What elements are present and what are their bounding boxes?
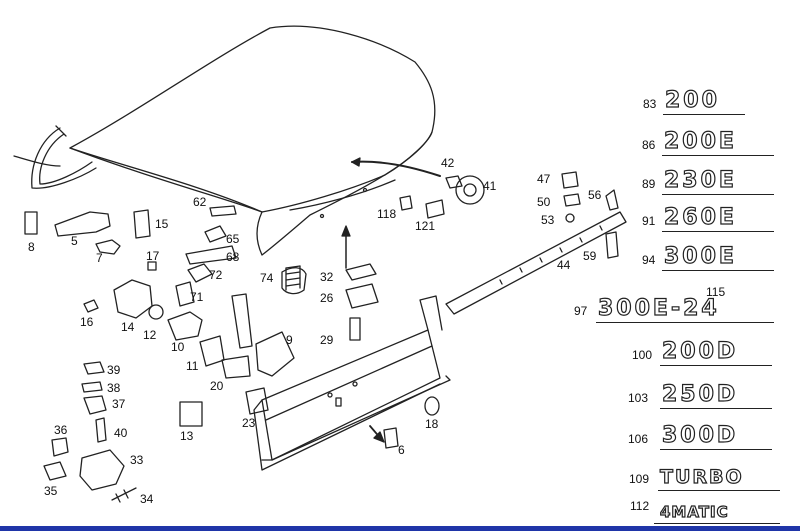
- callout-14: 14: [121, 320, 135, 334]
- callout-118: 118: [377, 207, 397, 221]
- badge-260e: 260E: [663, 205, 737, 230]
- callout-32: 32: [320, 270, 334, 284]
- callout-40: 40: [114, 426, 128, 440]
- callout-15: 15: [155, 217, 169, 231]
- callout-23: 23: [242, 416, 256, 430]
- callout-41: 41: [483, 179, 497, 193]
- small-parts-drawing: [43, 361, 137, 503]
- callout-56: 56: [588, 188, 602, 202]
- callout-26: 26: [320, 291, 334, 305]
- badge-number-109: 109: [629, 472, 650, 486]
- badge-300e-24: 300E-24: [597, 296, 720, 321]
- callout-62: 62: [193, 195, 207, 209]
- badge-underline: [662, 155, 774, 156]
- badge-250d: 250D: [661, 382, 739, 407]
- badge-number-106: 106: [628, 432, 649, 446]
- callout-7: 7: [96, 251, 103, 265]
- callout-71: 71: [190, 290, 204, 304]
- badge-number-89: 89: [642, 177, 656, 191]
- badge-number-83: 83: [643, 97, 657, 111]
- badge-underline: [663, 114, 745, 115]
- badge-number-112: 112: [630, 499, 650, 513]
- badge-200e: 200E: [663, 129, 737, 154]
- badge-number-91: 91: [642, 214, 656, 228]
- badge-underline: [660, 449, 772, 450]
- callout-16: 16: [80, 315, 94, 329]
- callout-9: 9: [286, 333, 293, 347]
- callout-36: 36: [54, 423, 68, 437]
- badge-underline: [596, 322, 774, 323]
- badge-4matic: 4MATIC: [659, 503, 729, 521]
- callout-68: 68: [226, 250, 240, 264]
- callout-74: 74: [260, 271, 274, 285]
- badge-underline: [658, 490, 780, 491]
- callout-42: 42: [441, 156, 455, 170]
- trim-panel-drawing: [253, 295, 451, 471]
- callout-5: 5: [71, 234, 78, 248]
- badge-number-97: 97: [574, 304, 588, 318]
- trim-strip-drawing: [445, 171, 627, 315]
- callout-13: 13: [180, 429, 194, 443]
- badge-underline: [660, 365, 772, 366]
- callout-37: 37: [112, 397, 126, 411]
- callout-44: 44: [557, 258, 571, 272]
- callout-18: 18: [425, 417, 439, 431]
- callout-11: 11: [186, 359, 199, 373]
- badge-turbo: TURBO: [659, 466, 744, 488]
- callout-72: 72: [209, 268, 223, 282]
- spring-drawing: [285, 265, 301, 291]
- callout-35: 35: [44, 484, 58, 498]
- badge-number-103: 103: [628, 391, 649, 405]
- callout-121: 121: [415, 219, 436, 233]
- callout-17: 17: [146, 249, 160, 263]
- window-bottom-edge: [0, 526, 800, 531]
- callout-59: 59: [583, 249, 597, 263]
- bolt-drawing: [341, 175, 485, 341]
- badge-200d: 200D: [661, 339, 739, 364]
- callout-38: 38: [107, 381, 121, 395]
- badge-200: 200: [664, 88, 720, 113]
- badge-300d: 300D: [661, 423, 739, 448]
- badge-number-94: 94: [642, 253, 656, 267]
- callout-33: 33: [130, 453, 144, 467]
- lock-hardware-drawing: [24, 205, 307, 427]
- badge-number-100: 100: [632, 348, 653, 362]
- badge-underline: [654, 523, 780, 524]
- trunk-lid-drawing: [69, 25, 441, 256]
- callout-47: 47: [537, 172, 551, 186]
- badge-number-115: 115: [706, 285, 726, 299]
- badge-300e: 300E: [663, 244, 737, 269]
- callout-6: 6: [398, 443, 405, 457]
- badge-underline: [662, 231, 774, 232]
- callout-12: 12: [143, 328, 157, 342]
- callout-53: 53: [541, 213, 555, 227]
- cable-drawing: [13, 125, 97, 189]
- callout-8: 8: [28, 240, 35, 254]
- badge-underline: [662, 194, 774, 195]
- callout-20: 20: [210, 379, 224, 393]
- callout-34: 34: [140, 492, 154, 506]
- callout-39: 39: [107, 363, 121, 377]
- callout-50: 50: [537, 195, 551, 209]
- badge-230e: 230E: [663, 168, 737, 193]
- badge-number-86: 86: [642, 138, 656, 152]
- badge-underline: [662, 270, 774, 271]
- badge-underline: [660, 408, 772, 409]
- callout-29: 29: [320, 333, 334, 347]
- callout-65: 65: [226, 232, 240, 246]
- callout-10: 10: [171, 340, 185, 354]
